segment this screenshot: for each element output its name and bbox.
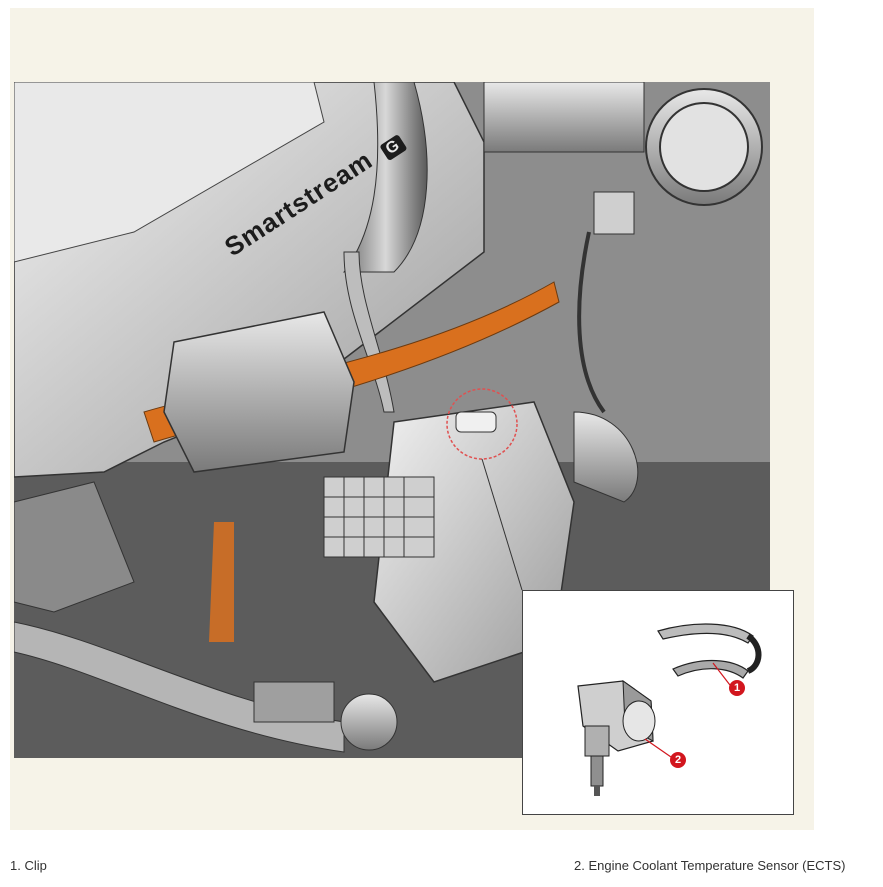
component-inset: 1 2 [522, 590, 794, 815]
inset-leader-line [481, 458, 523, 591]
callout-1: 1 [729, 680, 745, 696]
clip-shape [657, 623, 754, 644]
ects-sensor-shape [577, 679, 656, 796]
callout-2: 2 [670, 752, 686, 768]
engine-illustration: Smartstream G [14, 82, 770, 758]
sensor-highlight-circle [446, 388, 518, 460]
legend-item-clip: 1. Clip [10, 858, 47, 873]
inset-drawing [577, 623, 762, 796]
legend-item-ects: 2. Engine Coolant Temperature Sensor (EC… [574, 858, 846, 873]
